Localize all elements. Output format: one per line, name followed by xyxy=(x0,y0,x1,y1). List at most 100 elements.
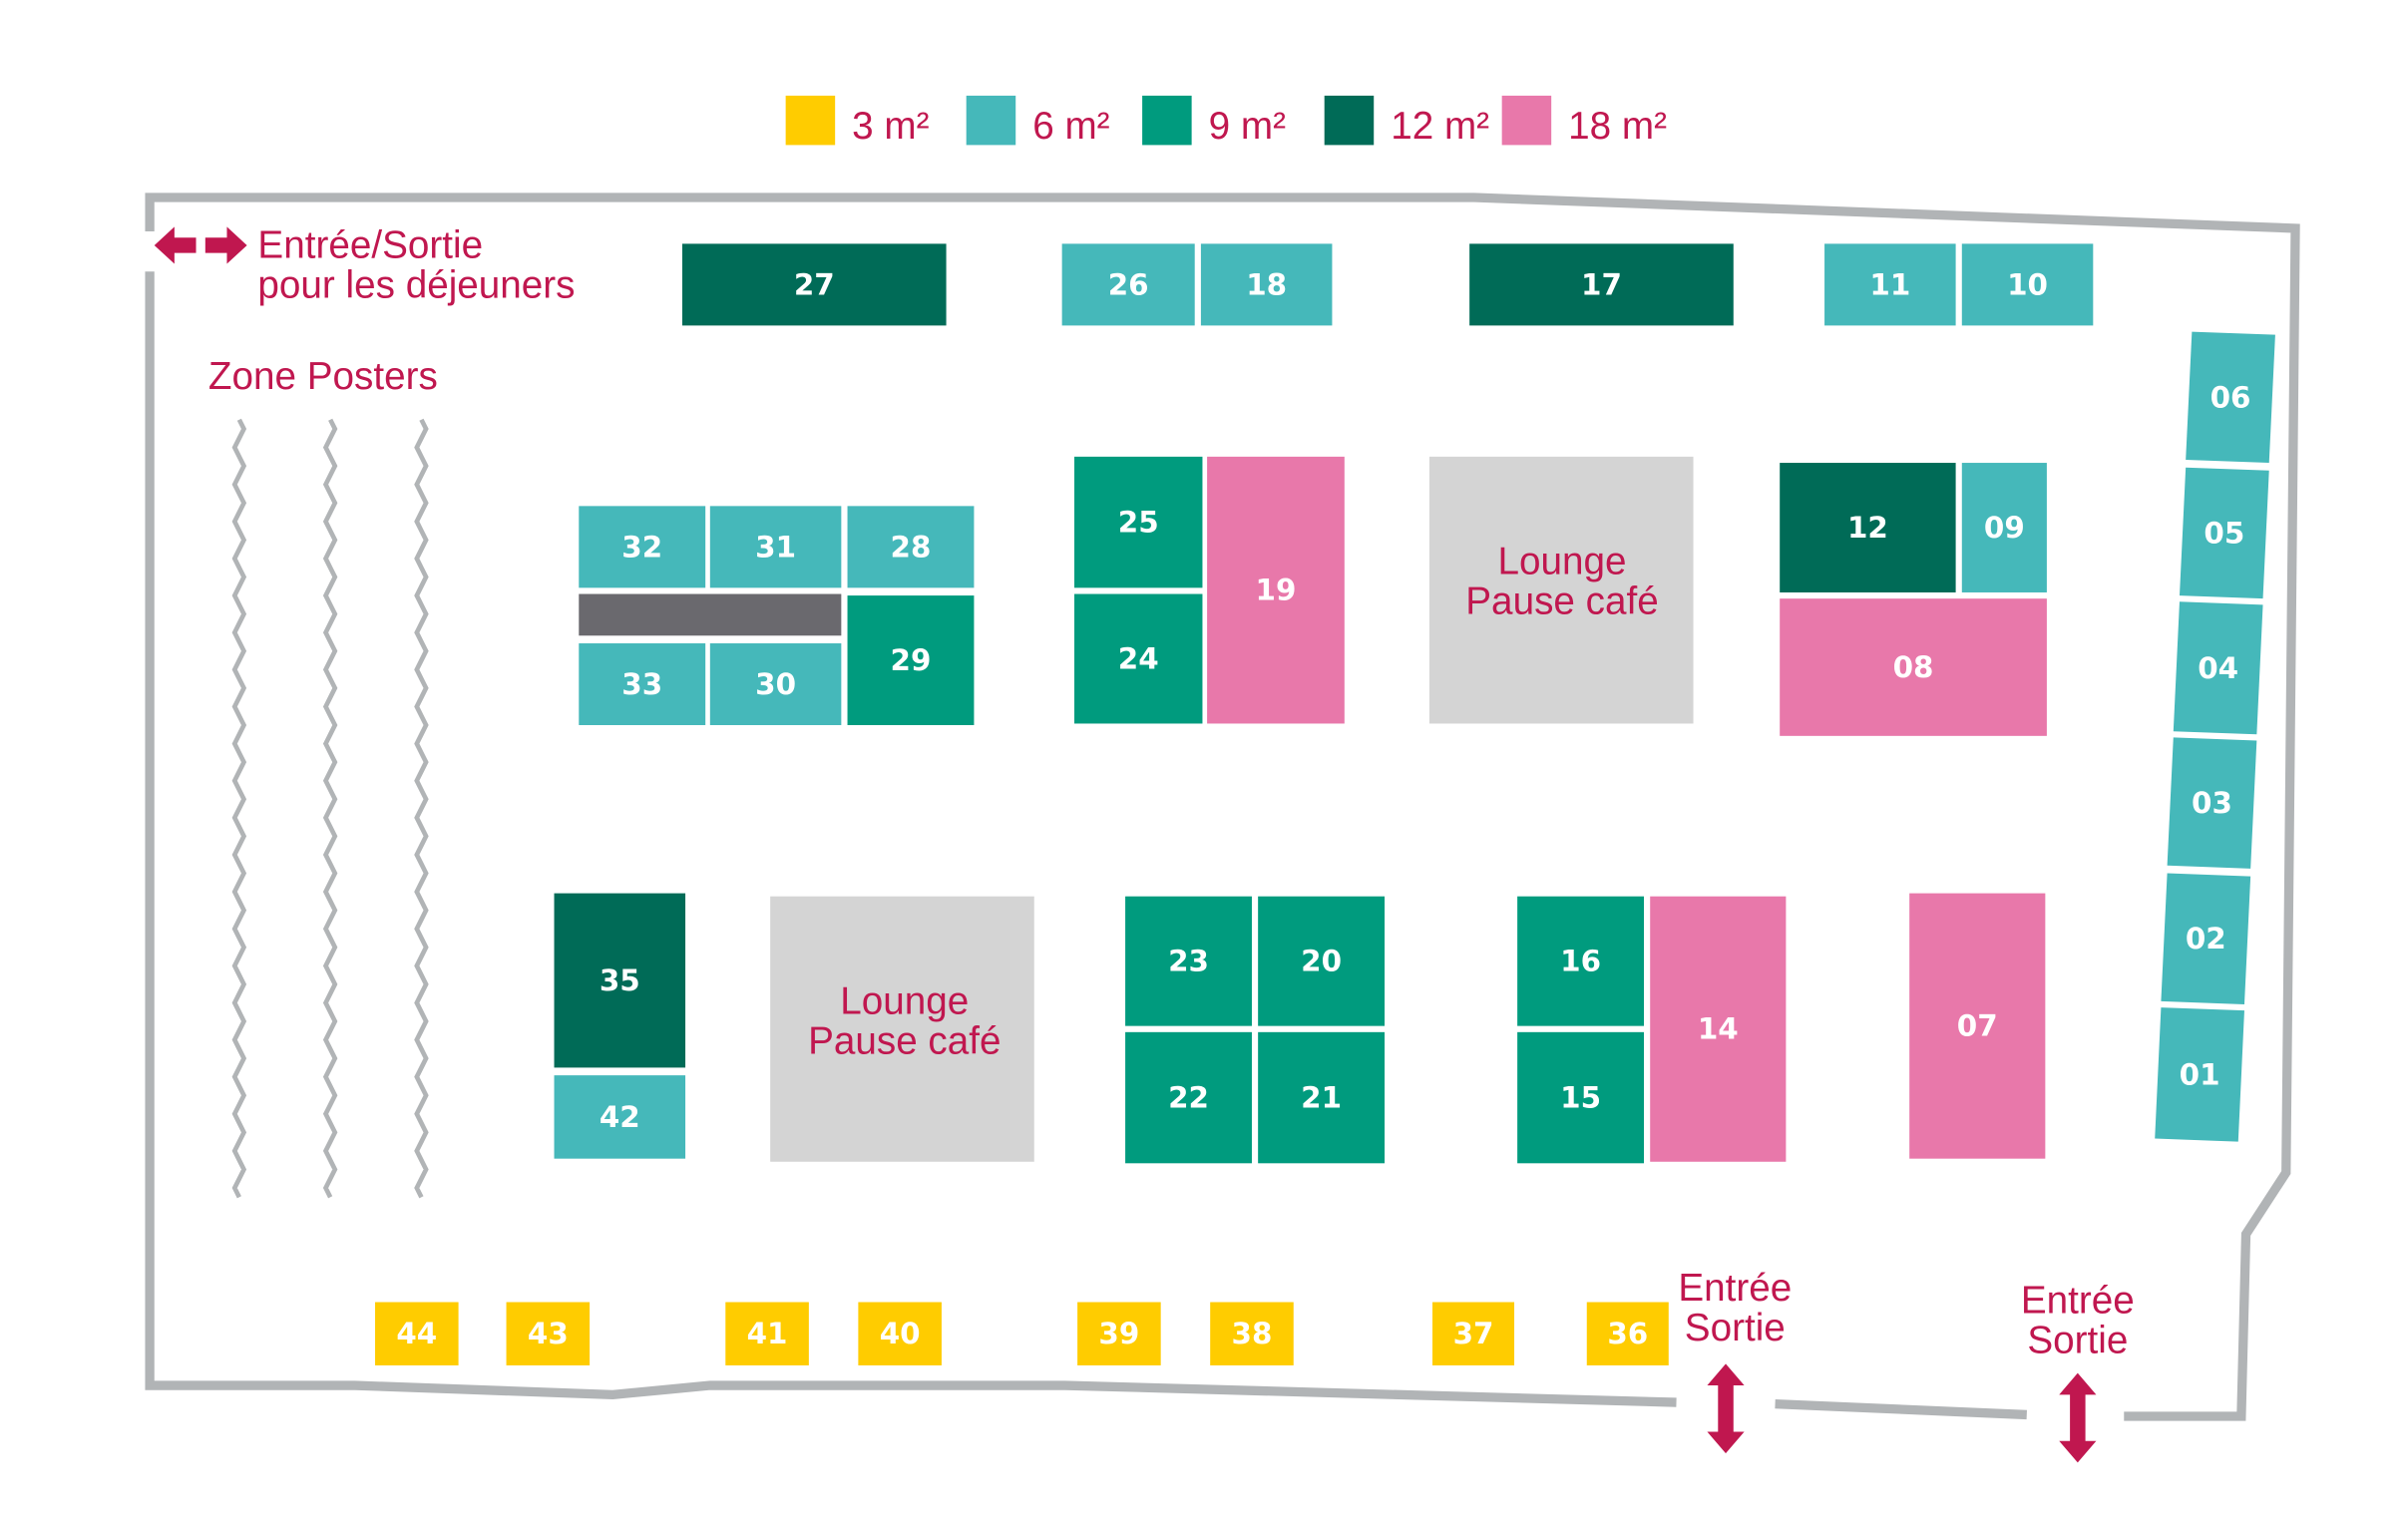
booth-31[interactable]: 31 xyxy=(709,506,842,588)
blocked-area xyxy=(579,593,842,636)
booth-shape xyxy=(1258,896,1386,1026)
booth-16[interactable]: 16 xyxy=(1517,896,1645,1026)
booth-02[interactable]: 02 xyxy=(2161,873,2251,1004)
booth-05[interactable]: 05 xyxy=(2179,467,2269,599)
poster-wall xyxy=(322,418,338,1199)
booth-25[interactable]: 25 xyxy=(1074,456,1203,588)
booth-number: 11 xyxy=(1869,267,1910,301)
booth-shape xyxy=(1200,243,1333,326)
booth-number: 16 xyxy=(1560,945,1601,978)
booth-number: 20 xyxy=(1301,945,1342,978)
legend-swatch xyxy=(1142,95,1192,146)
booth-shape xyxy=(1780,598,2047,736)
booth-shape xyxy=(1517,896,1645,1026)
booth-number: 15 xyxy=(1560,1081,1601,1115)
booth-number: 06 xyxy=(2210,380,2251,414)
booth-36[interactable]: 36 xyxy=(1586,1302,1669,1365)
booth-shape xyxy=(709,643,842,726)
booth-08[interactable]: 08 xyxy=(1780,598,2047,736)
booth-19[interactable]: 19 xyxy=(1207,456,1345,724)
booth-24[interactable]: 24 xyxy=(1074,593,1203,724)
booth-number: 26 xyxy=(1108,267,1149,301)
booth-32[interactable]: 32 xyxy=(579,506,706,588)
booth-37[interactable]: 37 xyxy=(1432,1302,1515,1365)
lunch-entrance: Entrée/Sortie pour les déjeuners xyxy=(154,223,576,307)
booth-shape xyxy=(681,243,947,326)
booth-17[interactable]: 17 xyxy=(1469,243,1734,326)
booth-11[interactable]: 11 xyxy=(1824,243,1956,326)
legend-item: 18 m² xyxy=(1501,95,1667,148)
booth-shape xyxy=(858,1302,942,1365)
entrance-1-label: Entrée xyxy=(1678,1267,1792,1310)
booth-shape xyxy=(1207,456,1345,724)
booth-04[interactable]: 04 xyxy=(2173,601,2263,735)
lounge-1-subtitle: Pause café xyxy=(1465,580,1658,623)
lounge-2-subtitle: Pause café xyxy=(808,1019,1001,1062)
booth-03[interactable]: 03 xyxy=(2167,737,2257,869)
booth-20[interactable]: 20 xyxy=(1258,896,1386,1026)
booth-number: 09 xyxy=(1984,511,2025,545)
booth-number: 40 xyxy=(880,1317,921,1350)
booth-30[interactable]: 30 xyxy=(709,643,842,726)
booth-number: 32 xyxy=(621,530,662,564)
lounge-1: Lounge Pause café xyxy=(1428,456,1694,724)
booth-number: 03 xyxy=(2192,786,2232,820)
booth-shape xyxy=(1909,893,2046,1159)
booth-number: 01 xyxy=(2180,1057,2220,1091)
booth-14[interactable]: 14 xyxy=(1650,896,1787,1162)
booth-shape xyxy=(847,506,975,588)
booth-shape xyxy=(1586,1302,1669,1365)
booth-shape xyxy=(1961,463,2047,592)
booth-15[interactable]: 15 xyxy=(1517,1031,1645,1164)
legend-label: 12 m² xyxy=(1391,105,1489,148)
booth-number: 31 xyxy=(755,530,796,564)
poster-zone-label: Zone Posters xyxy=(208,355,438,398)
booth-42[interactable]: 42 xyxy=(554,1075,686,1159)
booth-21[interactable]: 21 xyxy=(1258,1031,1386,1164)
booth-shape xyxy=(1210,1302,1294,1365)
booth-26[interactable]: 26 xyxy=(1061,243,1195,326)
booth-number: 02 xyxy=(2186,922,2226,956)
booth-number: 10 xyxy=(2007,267,2048,301)
legend-label: 6 m² xyxy=(1032,105,1109,148)
booth-09[interactable]: 09 xyxy=(1961,463,2047,592)
booth-number: 28 xyxy=(891,530,932,564)
booth-44[interactable]: 44 xyxy=(375,1302,459,1365)
booth-23[interactable]: 23 xyxy=(1125,896,1252,1026)
booth-35[interactable]: 35 xyxy=(554,893,686,1068)
booth-06[interactable]: 06 xyxy=(2186,331,2275,464)
booth-43[interactable]: 43 xyxy=(506,1302,591,1365)
legend-label: 18 m² xyxy=(1568,105,1667,148)
booth-22[interactable]: 22 xyxy=(1125,1031,1252,1164)
booth-shape xyxy=(1125,896,1252,1026)
booth-shape xyxy=(1780,463,1956,592)
booth-number: 27 xyxy=(794,267,835,301)
poster-walls xyxy=(231,418,429,1199)
lounge-1-title: Lounge xyxy=(1497,540,1626,582)
booth-12[interactable]: 12 xyxy=(1780,463,1956,592)
booth-01[interactable]: 01 xyxy=(2155,1007,2244,1142)
booth-40[interactable]: 40 xyxy=(858,1302,942,1365)
booth-18[interactable]: 18 xyxy=(1200,243,1333,326)
booth-number: 33 xyxy=(621,667,662,701)
booth-28[interactable]: 28 xyxy=(847,506,975,588)
booth-number: 43 xyxy=(528,1317,569,1350)
legend-label: 3 m² xyxy=(852,105,929,148)
booth-41[interactable]: 41 xyxy=(725,1302,809,1365)
booth-number: 39 xyxy=(1098,1317,1139,1350)
booth-number: 18 xyxy=(1246,267,1287,301)
booth-39[interactable]: 39 xyxy=(1077,1302,1161,1365)
booth-number: 22 xyxy=(1168,1081,1209,1115)
booth-38[interactable]: 38 xyxy=(1210,1302,1294,1365)
booth-27[interactable]: 27 xyxy=(681,243,947,326)
booth-number: 23 xyxy=(1168,945,1209,978)
booth-number: 14 xyxy=(1698,1012,1739,1046)
booth-33[interactable]: 33 xyxy=(579,643,706,726)
booth-shape xyxy=(725,1302,809,1365)
booth-10[interactable]: 10 xyxy=(1961,243,2094,326)
booth-07[interactable]: 07 xyxy=(1909,893,2046,1159)
booth-shape xyxy=(1125,1031,1252,1164)
booth-29[interactable]: 29 xyxy=(847,595,975,726)
